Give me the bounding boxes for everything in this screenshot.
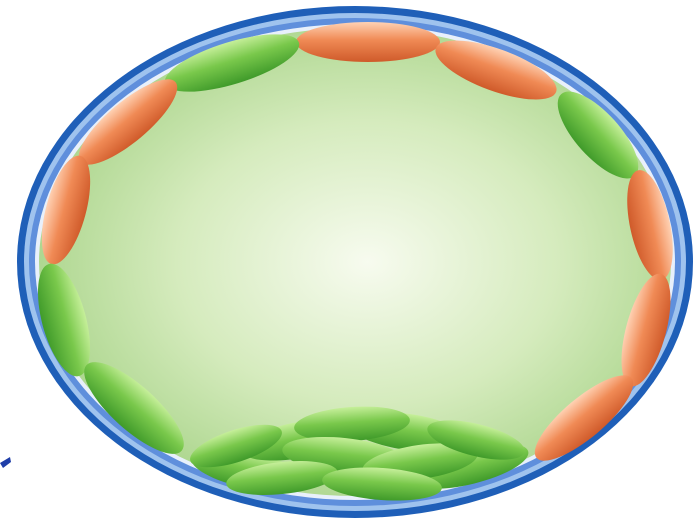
- orange-cell-top: [296, 22, 440, 62]
- pointer-arrow-icon: [0, 457, 11, 468]
